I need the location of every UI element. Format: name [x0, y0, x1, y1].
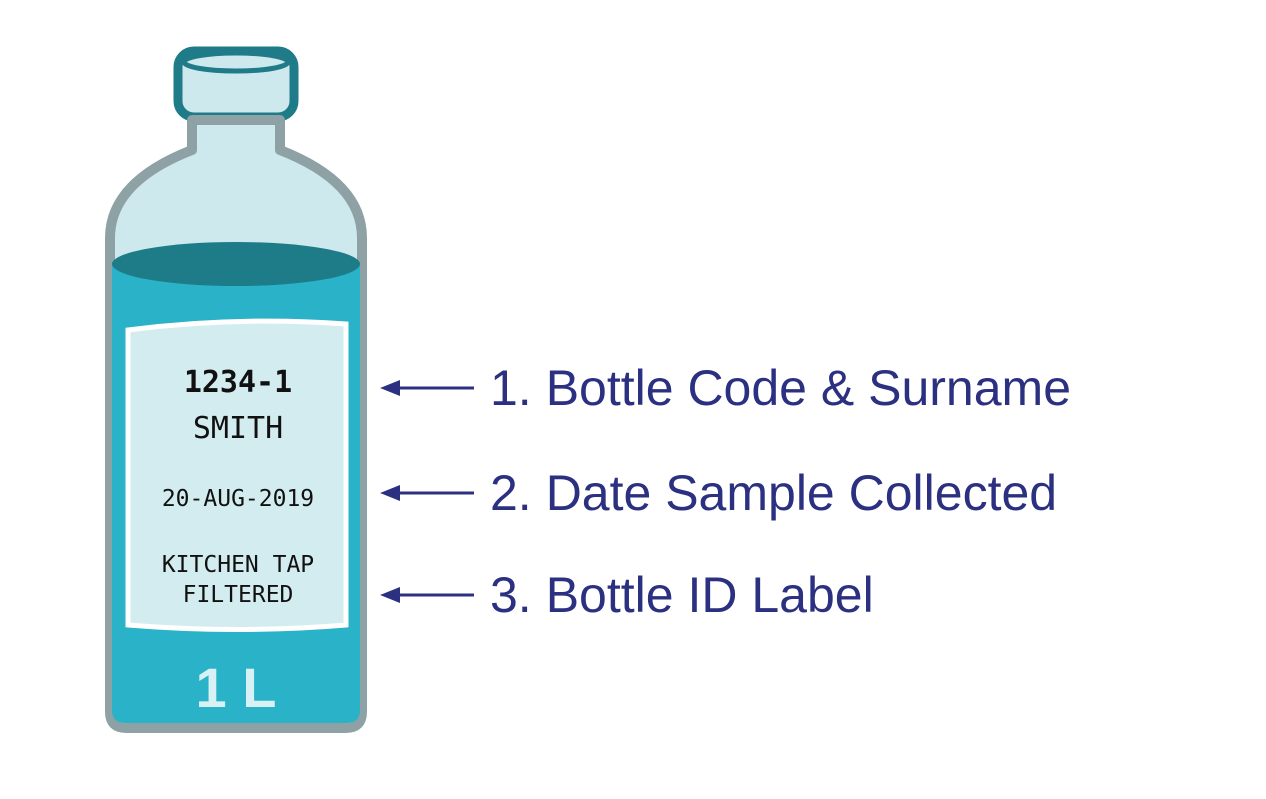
callout-number: 2. — [490, 465, 532, 521]
callout-number: 3. — [490, 567, 532, 623]
callout-label: 3.Bottle ID Label — [490, 570, 874, 620]
arrow-left-icon — [380, 485, 474, 501]
water-surface — [112, 242, 360, 286]
callout-text: Date Sample Collected — [545, 465, 1058, 521]
label-surname: SMITH — [193, 411, 283, 446]
arrow-left-icon — [380, 587, 474, 603]
callout-label: 2.Date Sample Collected — [490, 468, 1057, 518]
callout-label: 1.Bottle Code & Surname — [490, 363, 1071, 413]
arrow-left-icon — [380, 380, 474, 396]
label-date: 20-AUG-2019 — [162, 486, 314, 512]
label-treatment: FILTERED — [183, 582, 294, 608]
label-bottle-code: 1234-1 — [184, 365, 292, 400]
callout-bottle-code-surname: 1.Bottle Code & Surname — [380, 358, 1071, 418]
callout-date-sample-collected: 2.Date Sample Collected — [380, 463, 1057, 523]
bottle-label — [125, 318, 349, 632]
callout-number: 1. — [490, 360, 532, 416]
bottle-volume: 1 L — [196, 656, 277, 719]
label-location: KITCHEN TAP — [162, 552, 314, 578]
bottle-cap-top — [181, 50, 291, 74]
callout-text: Bottle Code & Surname — [545, 360, 1071, 416]
callout-text: Bottle ID Label — [545, 567, 874, 623]
callout-bottle-id-label: 3.Bottle ID Label — [380, 565, 874, 625]
